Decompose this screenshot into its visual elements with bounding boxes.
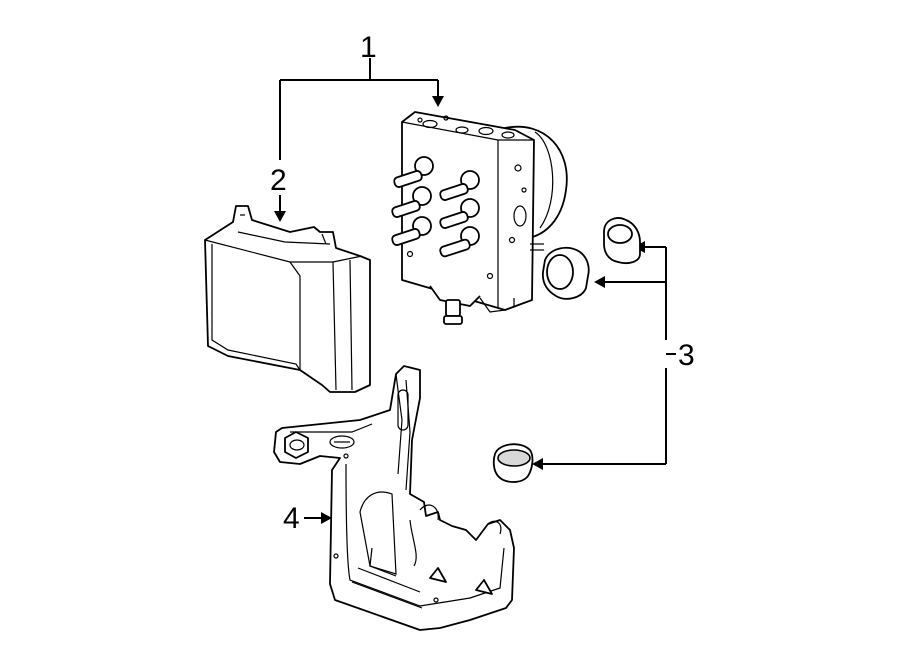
callout-4-number: 4 [283,502,300,535]
mounting-bracket [273,365,515,631]
control-module [204,205,371,393]
insulator-bottom [492,443,534,483]
callout-2-number: 2 [270,164,287,197]
callout-4-leader [304,512,332,524]
hydraulic-unit [391,111,568,325]
callout-2-leader [274,195,286,222]
insulator-middle [541,246,590,300]
callout-1-leader [279,58,444,160]
callout-1-number: 1 [360,31,377,64]
port-fittings [391,156,480,258]
callout-3-number: 3 [678,339,695,372]
bracket-nut [284,431,309,459]
insulator-top [603,217,641,265]
